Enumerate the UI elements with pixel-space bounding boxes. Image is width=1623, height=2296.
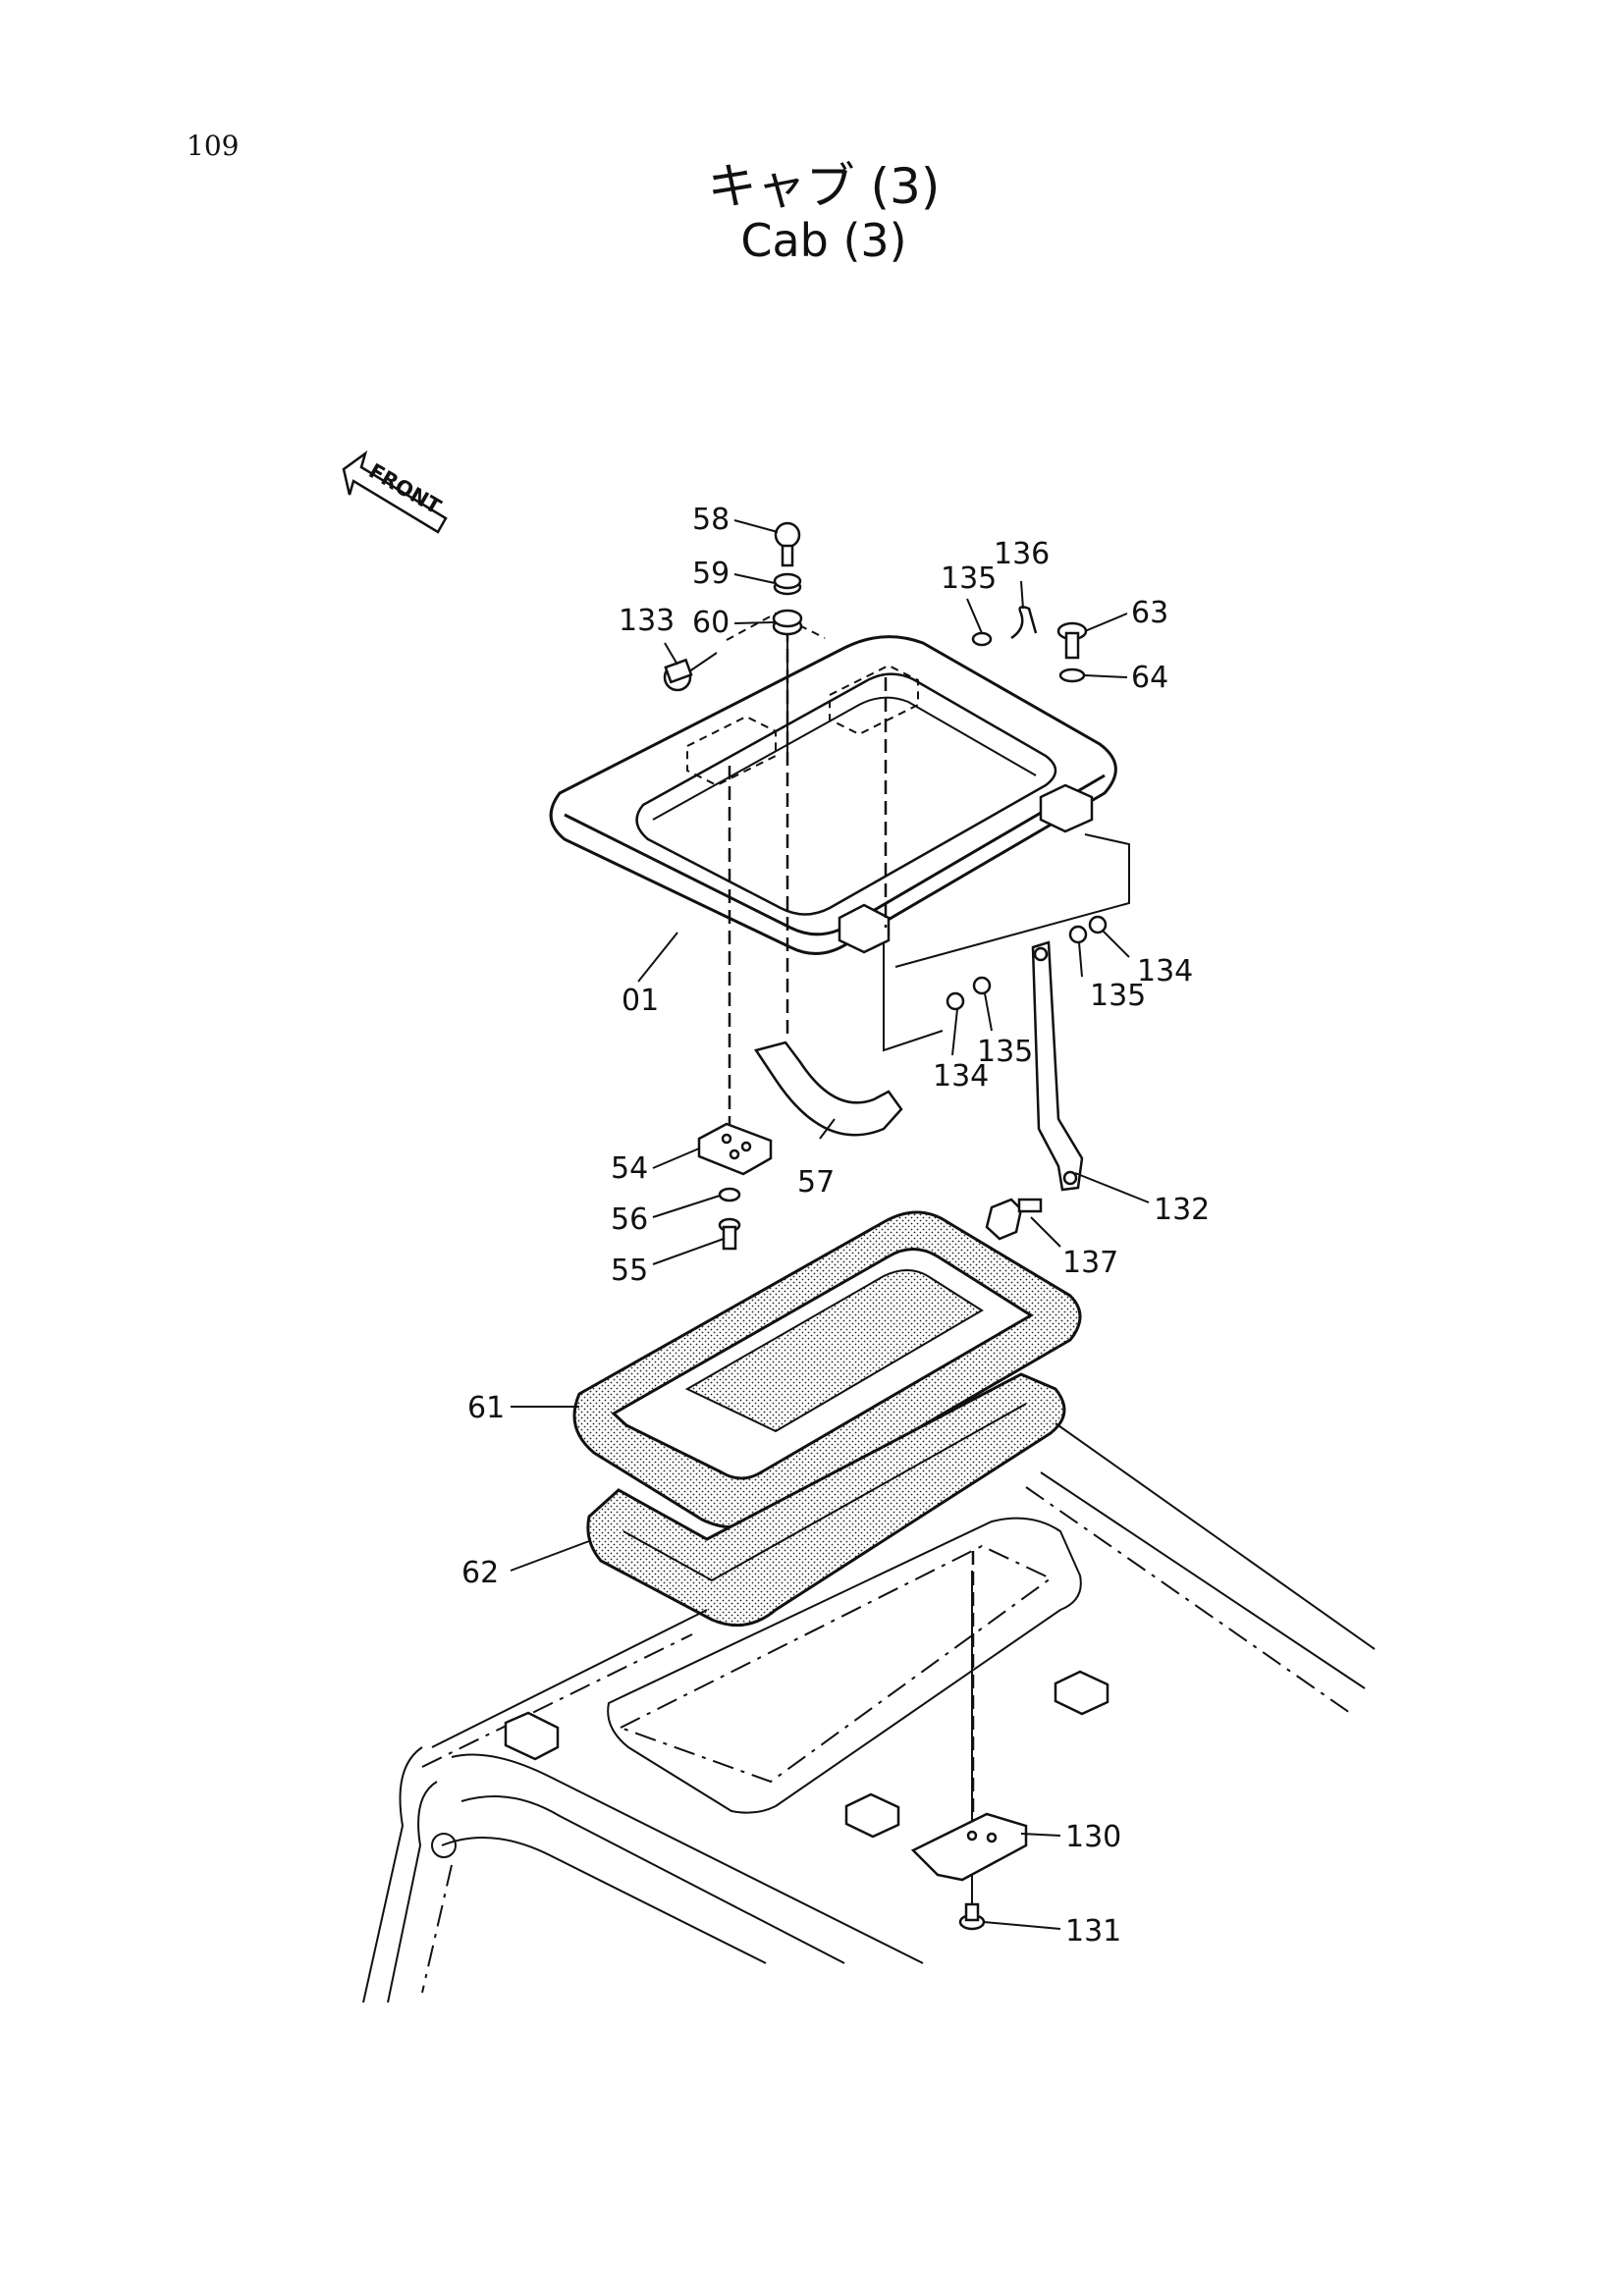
roof-clips — [504, 1670, 1109, 1839]
part-label-62: 62 — [461, 1556, 500, 1590]
leader-lines — [510, 519, 1150, 1930]
part-label-130: 130 — [1065, 1820, 1122, 1854]
front-arrow-icon — [342, 450, 448, 534]
washer-64-icon — [1058, 667, 1086, 683]
seal-61-shape — [572, 1210, 1082, 1529]
bolt-131-icon — [958, 1902, 986, 1931]
seal-62-shape — [586, 1372, 1066, 1628]
knob-58-icon — [774, 521, 801, 567]
hatch-lid-shape — [549, 635, 1117, 955]
part-label-58: 58 — [692, 503, 730, 537]
washer-56-icon — [718, 1187, 741, 1202]
part-label-01: 01 — [622, 984, 660, 1018]
part-label-134: 134 — [933, 1059, 990, 1094]
part-label-135: 135 — [941, 561, 998, 596]
bolt-63-icon — [1056, 621, 1088, 660]
washer-59-icon — [773, 572, 802, 596]
washer-135-icon — [971, 631, 993, 647]
part-label-132: 132 — [1154, 1193, 1211, 1227]
part-label-57: 57 — [797, 1165, 836, 1200]
part-label-61: 61 — [467, 1391, 506, 1425]
part-label-54: 54 — [611, 1151, 649, 1186]
handle-57-icon — [753, 1041, 903, 1137]
nut-60-icon — [772, 609, 803, 636]
part-label-131: 131 — [1065, 1914, 1122, 1949]
page-title-japanese: キャブ (3) — [707, 158, 941, 215]
cab-roof-structure — [362, 1422, 1376, 2003]
bolt-55-icon — [718, 1217, 741, 1251]
lid-hinges — [838, 783, 1094, 954]
bracket-130-icon — [910, 1812, 1028, 1882]
part-label-137: 137 — [1062, 1246, 1119, 1280]
part-label-56: 56 — [611, 1202, 649, 1237]
pin-133-icon — [663, 658, 693, 692]
stay-rod-132-icon — [1031, 940, 1084, 1192]
part-label-136: 136 — [994, 537, 1051, 571]
part-label-59: 59 — [692, 557, 730, 591]
part-label-55: 55 — [611, 1254, 649, 1288]
part-label-135: 135 — [1090, 979, 1147, 1013]
part-label-63: 63 — [1131, 596, 1169, 630]
page-number: 109 — [187, 130, 240, 162]
washers-134-135-icon — [946, 915, 1108, 1011]
bracket-lines — [883, 833, 1130, 1052]
part-label-133: 133 — [619, 604, 676, 638]
knob-137-icon — [985, 1198, 1043, 1241]
part-label-134: 134 — [1137, 954, 1194, 988]
part-label-60: 60 — [692, 606, 730, 640]
clip-136-icon — [1010, 606, 1038, 640]
part-label-135: 135 — [977, 1035, 1034, 1069]
page-title-english: Cab (3) — [740, 214, 907, 267]
bracket-54-icon — [697, 1122, 773, 1176]
part-label-64: 64 — [1131, 661, 1169, 695]
